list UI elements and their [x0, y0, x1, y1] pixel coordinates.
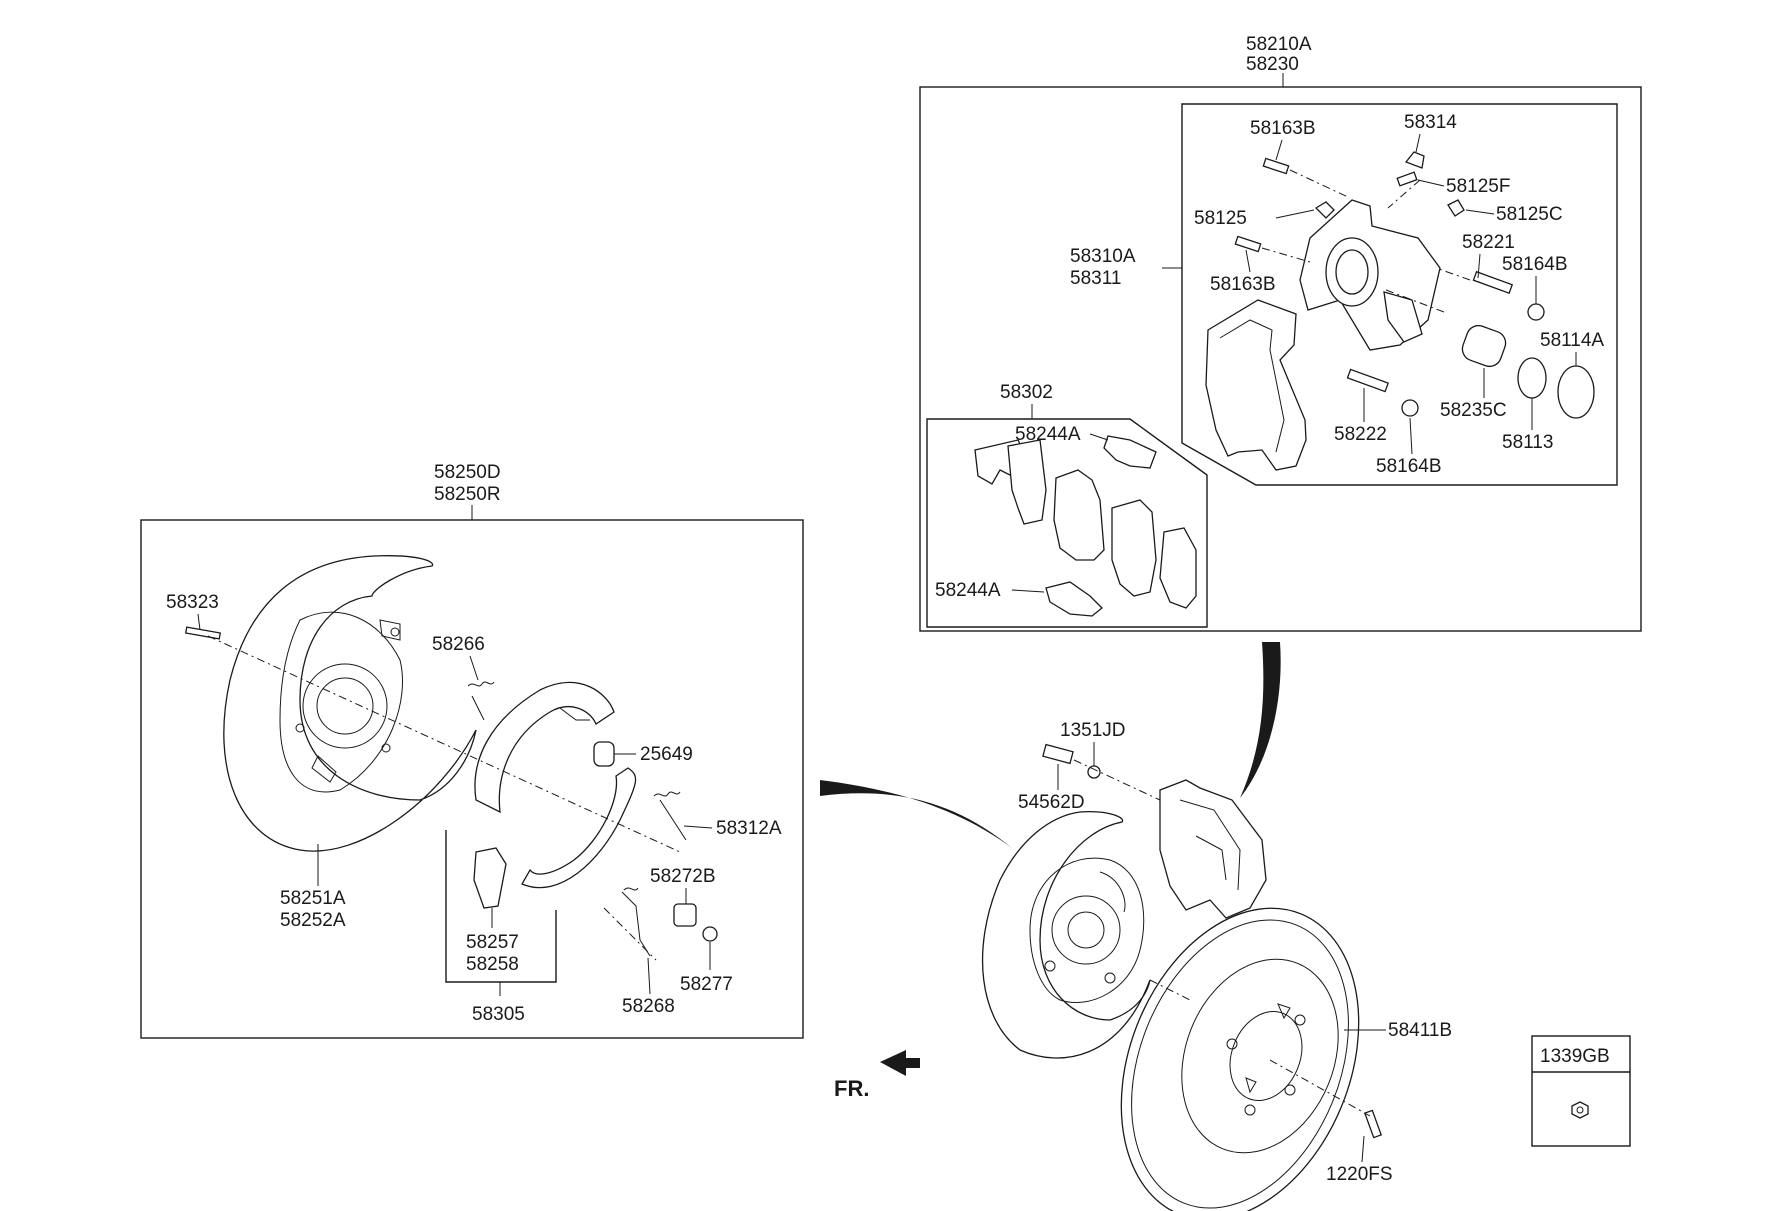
caliper-bracket: [1205, 299, 1307, 471]
dust-shield-58251A: [223, 555, 477, 852]
label-58114A: 58114A: [1540, 330, 1604, 351]
boot-58164B-top: [1527, 303, 1545, 321]
label-58305: 58305: [472, 1004, 525, 1025]
seal-58113: [1517, 357, 1547, 399]
bolt-1220FS: [1363, 1109, 1383, 1139]
label-58311: 58311: [1070, 268, 1121, 289]
spring-58268: [621, 887, 651, 957]
label-58125C: 58125C: [1496, 204, 1563, 225]
assembled-caliper: [1159, 779, 1267, 919]
cap-58314: [1404, 151, 1425, 169]
label-58163B-mid: 58163B: [1210, 274, 1276, 295]
pin-58323: [184, 626, 222, 640]
boot-58164B-bot: [1401, 399, 1419, 417]
label-58125: 58125: [1194, 208, 1247, 229]
caliper-small-parts: [1234, 151, 1595, 419]
pad-outer: [1111, 499, 1157, 597]
label-58163B-top: 58163B: [1250, 118, 1316, 139]
shoe-lower: [521, 767, 637, 889]
spring-58272B: [673, 903, 697, 927]
label-58411B: 58411B: [1388, 1020, 1452, 1041]
front-arrow-icon: [880, 1050, 920, 1076]
label-1351JD: 1351JD: [1060, 720, 1126, 741]
pin-58222: [1346, 368, 1389, 393]
nut-box-1339GB: [1531, 1035, 1631, 1147]
label-58323: 58323: [166, 592, 219, 613]
front-direction-label: FR.: [834, 1076, 869, 1101]
cap-58125C: [1447, 199, 1465, 217]
caliper-inner-frame: [1181, 103, 1618, 486]
bleeder-58125F: [1396, 171, 1418, 187]
caliper-outer-frame: [919, 86, 1642, 632]
assembly-view: 1351JD 54562D 58411B 1220FS 1339GB: [820, 642, 1631, 1211]
spring-58312A: [653, 791, 687, 841]
label-58235C: 58235C: [1440, 400, 1507, 421]
label-58164B-bot: 58164B: [1376, 456, 1442, 477]
bolt-58163B-top: [1262, 157, 1290, 175]
label-58277: 58277: [680, 974, 733, 995]
label-58310A: 58310A: [1070, 246, 1136, 267]
pad-piston: [1053, 469, 1105, 561]
bracket-58305: [445, 830, 557, 983]
adjuster-25649: [593, 741, 615, 767]
label-58258: 58258: [466, 954, 519, 975]
cap-58125: [1314, 201, 1335, 219]
nut-1339GB: [1571, 1101, 1589, 1119]
caliper-group: 58210A 58230: [919, 34, 1642, 632]
retainer-58257: [473, 847, 507, 909]
label-58251A: 58251A: [280, 888, 346, 909]
label-58314: 58314: [1404, 112, 1457, 133]
arrow-caliper-to-assembly: [1240, 642, 1281, 798]
pad-group: 58302 58244A 58244A: [926, 382, 1208, 628]
label-58244A-top: 58244A: [1015, 424, 1081, 445]
washer-1351JD: [1087, 765, 1101, 779]
caliper-header-label-2: 58230: [1246, 54, 1299, 75]
shoe-header-label-1: 58250D: [434, 462, 501, 483]
label-58257: 58257: [466, 932, 519, 953]
label-54562D: 54562D: [1018, 792, 1085, 813]
pad-frame: [926, 418, 1208, 628]
label-58244A-bot: 58244A: [935, 580, 1001, 601]
label-58268: 58268: [622, 996, 675, 1017]
label-58272B: 58272B: [650, 866, 716, 887]
boot-58114A: [1557, 365, 1595, 419]
brake-rotor-58411B: [1120, 907, 1360, 1211]
shoe-header-label-2: 58250R: [434, 484, 501, 505]
shoe-group: 58250D 58250R: [140, 462, 804, 1039]
washer-58277: [702, 926, 718, 942]
caliper-body: [1299, 199, 1441, 351]
label-58221: 58221: [1462, 232, 1515, 253]
shim-right: [1159, 527, 1197, 609]
label-58252A: 58252A: [280, 910, 346, 931]
label-58113: 58113: [1502, 432, 1553, 453]
pin-58221: [1472, 270, 1514, 295]
arrow-shoe-to-assembly: [820, 780, 1012, 848]
label-25649: 25649: [640, 744, 693, 765]
brake-shoes: [474, 681, 637, 889]
label-58222: 58222: [1334, 424, 1387, 445]
bolt-58163B-mid: [1234, 235, 1262, 253]
front-direction: FR.: [834, 1050, 920, 1101]
pad-header-label: 58302: [1000, 382, 1053, 403]
piston-58235C: [1461, 324, 1507, 368]
label-58164B-top: 58164B: [1502, 254, 1568, 275]
caliper-header-label-1: 58210A: [1246, 34, 1312, 55]
label-58312A: 58312A: [716, 818, 782, 839]
bolt-54562D: [1042, 743, 1074, 765]
pad-inner: [1007, 439, 1047, 525]
label-58125F: 58125F: [1446, 176, 1510, 197]
assembled-shield: [981, 811, 1151, 1059]
label-1339GB: 1339GB: [1540, 1046, 1610, 1067]
clip-58244A-top: [1103, 435, 1157, 469]
clip-58244A-bot: [1045, 581, 1103, 617]
label-1220FS: 1220FS: [1326, 1164, 1393, 1185]
label-58266: 58266: [432, 634, 485, 655]
shoe-outer-frame: [140, 519, 804, 1039]
spring-58266: [467, 681, 495, 721]
shoe-upper: [474, 681, 615, 814]
